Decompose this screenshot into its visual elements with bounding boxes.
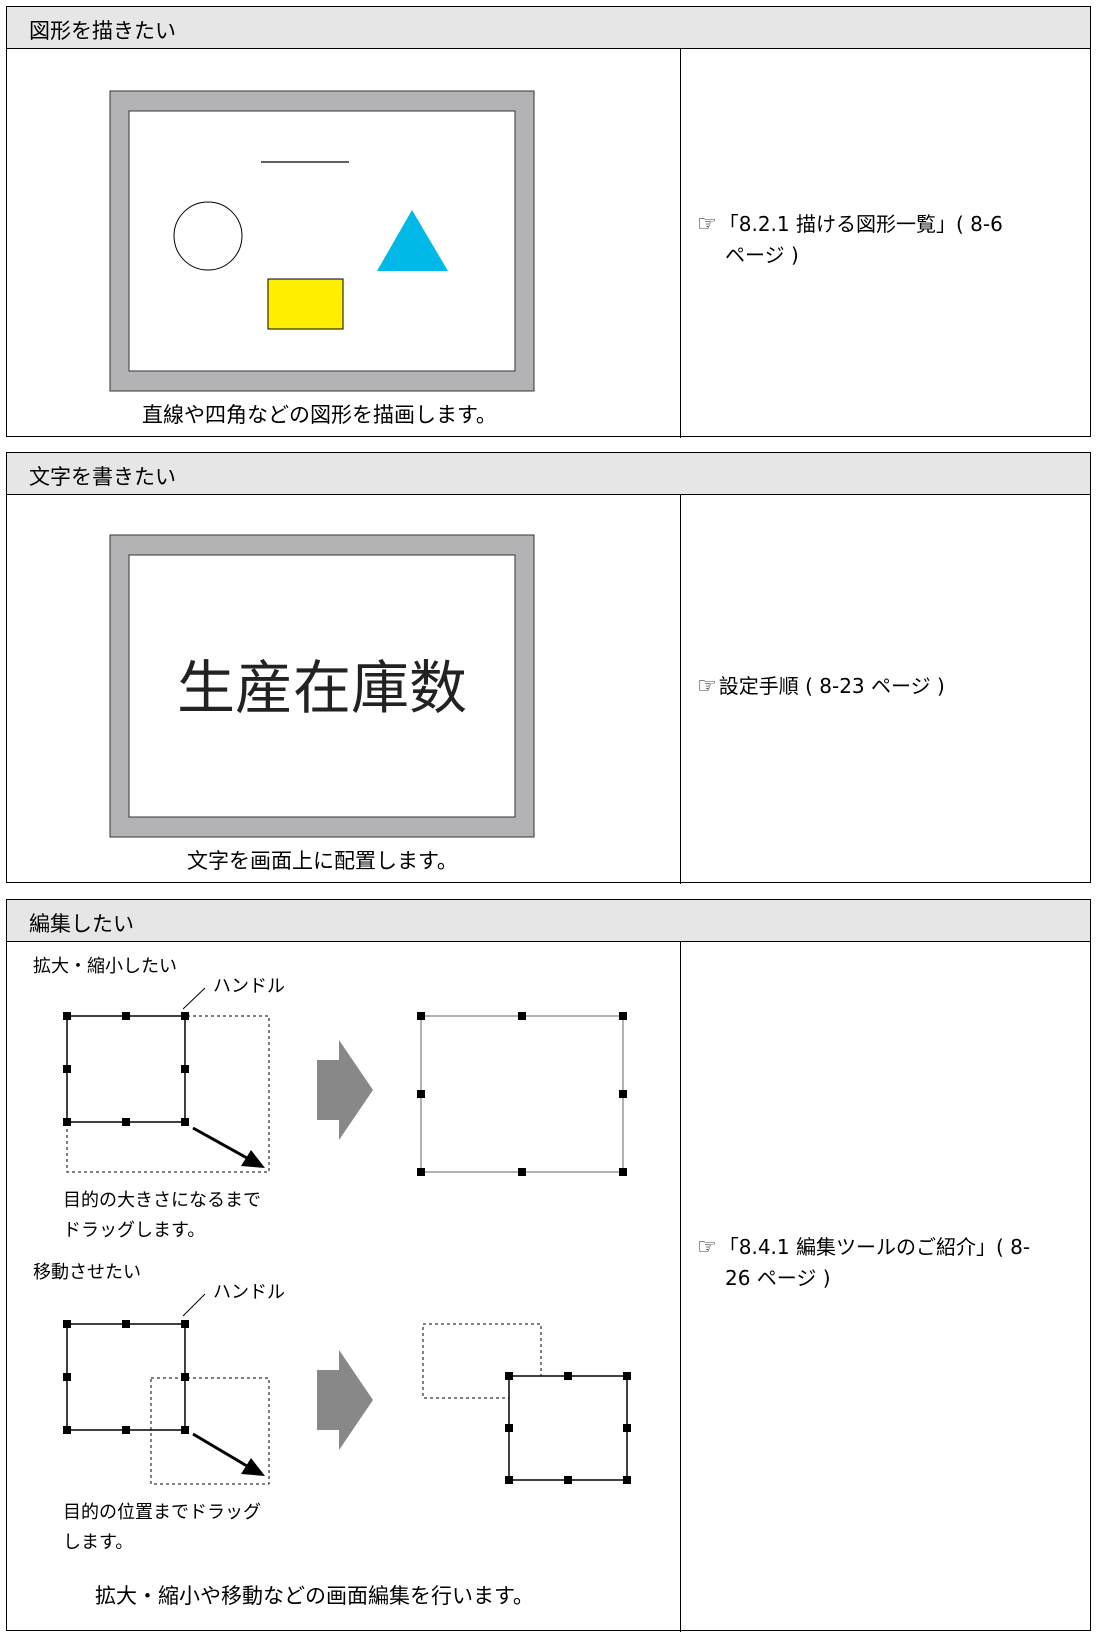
selection-handles <box>63 1320 189 1434</box>
resize-description-line1: 目的の大きさになるまで <box>63 1190 261 1211</box>
section-write-text: 文字を書きたい 生産在庫数 文字を画面上に配置します。 ☞設定手順 ( 8-23… <box>6 452 1091 884</box>
edit-illustration <box>63 987 631 1485</box>
moved-handles <box>505 1372 631 1484</box>
drag-arrowhead <box>241 1150 265 1168</box>
reference-text-line2: ページ ) <box>725 243 799 267</box>
reference-link[interactable]: ☞設定手順 ( 8-23 ページ ) <box>697 671 1087 702</box>
reference-link[interactable]: ☞「8.4.1 編集ツールのご紹介」( 8- 26 ページ ) <box>697 1232 1087 1293</box>
column-divider <box>680 49 681 438</box>
caption: 文字を画面上に配置します。 <box>187 849 458 873</box>
handle-callout-line <box>182 1293 206 1317</box>
reference-text-line1: 「8.4.1 編集ツールのご紹介」( 8- <box>718 1235 1031 1259</box>
drag-arrowhead <box>241 1458 265 1476</box>
display-text: 生産在庫数 <box>176 654 467 722</box>
move-description-line1: 目的の位置までドラッグ <box>63 1502 261 1523</box>
section-title: 編集したい <box>29 912 134 936</box>
reference-text-line2: 26 ページ ) <box>725 1266 831 1290</box>
rectangle-shape <box>267 278 344 330</box>
section-header: 文字を書きたい <box>7 453 1090 495</box>
handle-label: ハンドル <box>213 1282 285 1303</box>
move-label: 移動させたい <box>33 1262 141 1283</box>
caption: 直線や四角などの図形を描画します。 <box>142 403 497 427</box>
section-title: 図形を描きたい <box>29 19 176 43</box>
selected-box <box>66 1015 186 1123</box>
handle-label: ハンドル <box>213 976 285 997</box>
target-size-outline <box>66 1015 270 1173</box>
resize-description-line2: ドラッグします。 <box>63 1220 206 1241</box>
section-edit: 編集したい <box>6 899 1091 1632</box>
triangle-shape <box>377 210 448 271</box>
section-draw-shapes: 図形を描きたい 直線や四角などの図形を描画します。 ☞「8.2.1 描ける図形一… <box>6 6 1091 438</box>
pointing-hand-icon: ☞ <box>697 212 717 237</box>
selection-handles <box>63 1012 189 1126</box>
resized-box <box>420 1015 624 1173</box>
reference-text-line1: 「8.2.1 描ける図形一覧」( 8-6 <box>718 212 1003 236</box>
moved-box <box>508 1375 628 1481</box>
move-description-line2: します。 <box>63 1532 134 1553</box>
pointing-hand-icon: ☞ <box>697 674 717 699</box>
screen-area <box>128 554 516 818</box>
pointing-hand-icon: ☞ <box>697 1235 717 1260</box>
target-position-outline <box>150 1377 270 1485</box>
caption: 拡大・縮小や移動などの画面編集を行います。 <box>95 1584 534 1608</box>
handle-callout-line <box>182 987 206 1010</box>
transition-arrow <box>317 1350 373 1450</box>
section-header: 編集したい <box>7 900 1090 942</box>
resize-label: 拡大・縮小したい <box>33 956 177 977</box>
drag-arrow-line <box>192 1432 248 1468</box>
column-divider <box>680 942 681 1632</box>
reference-link[interactable]: ☞「8.2.1 描ける図形一覧」( 8-6 ページ ) <box>697 209 1087 270</box>
section-header: 図形を描きたい <box>7 7 1090 49</box>
resized-handles <box>417 1012 627 1176</box>
circle-shape <box>173 201 243 271</box>
column-divider <box>680 495 681 884</box>
text-illustration <box>109 534 535 838</box>
transition-arrow <box>317 1040 373 1140</box>
drag-arrow-line <box>192 1126 248 1160</box>
section-title: 文字を書きたい <box>29 465 176 489</box>
shapes-illustration <box>109 90 535 392</box>
selected-box <box>66 1323 186 1431</box>
reference-text-line1: 設定手順 ( 8-23 ページ ) <box>718 674 945 698</box>
